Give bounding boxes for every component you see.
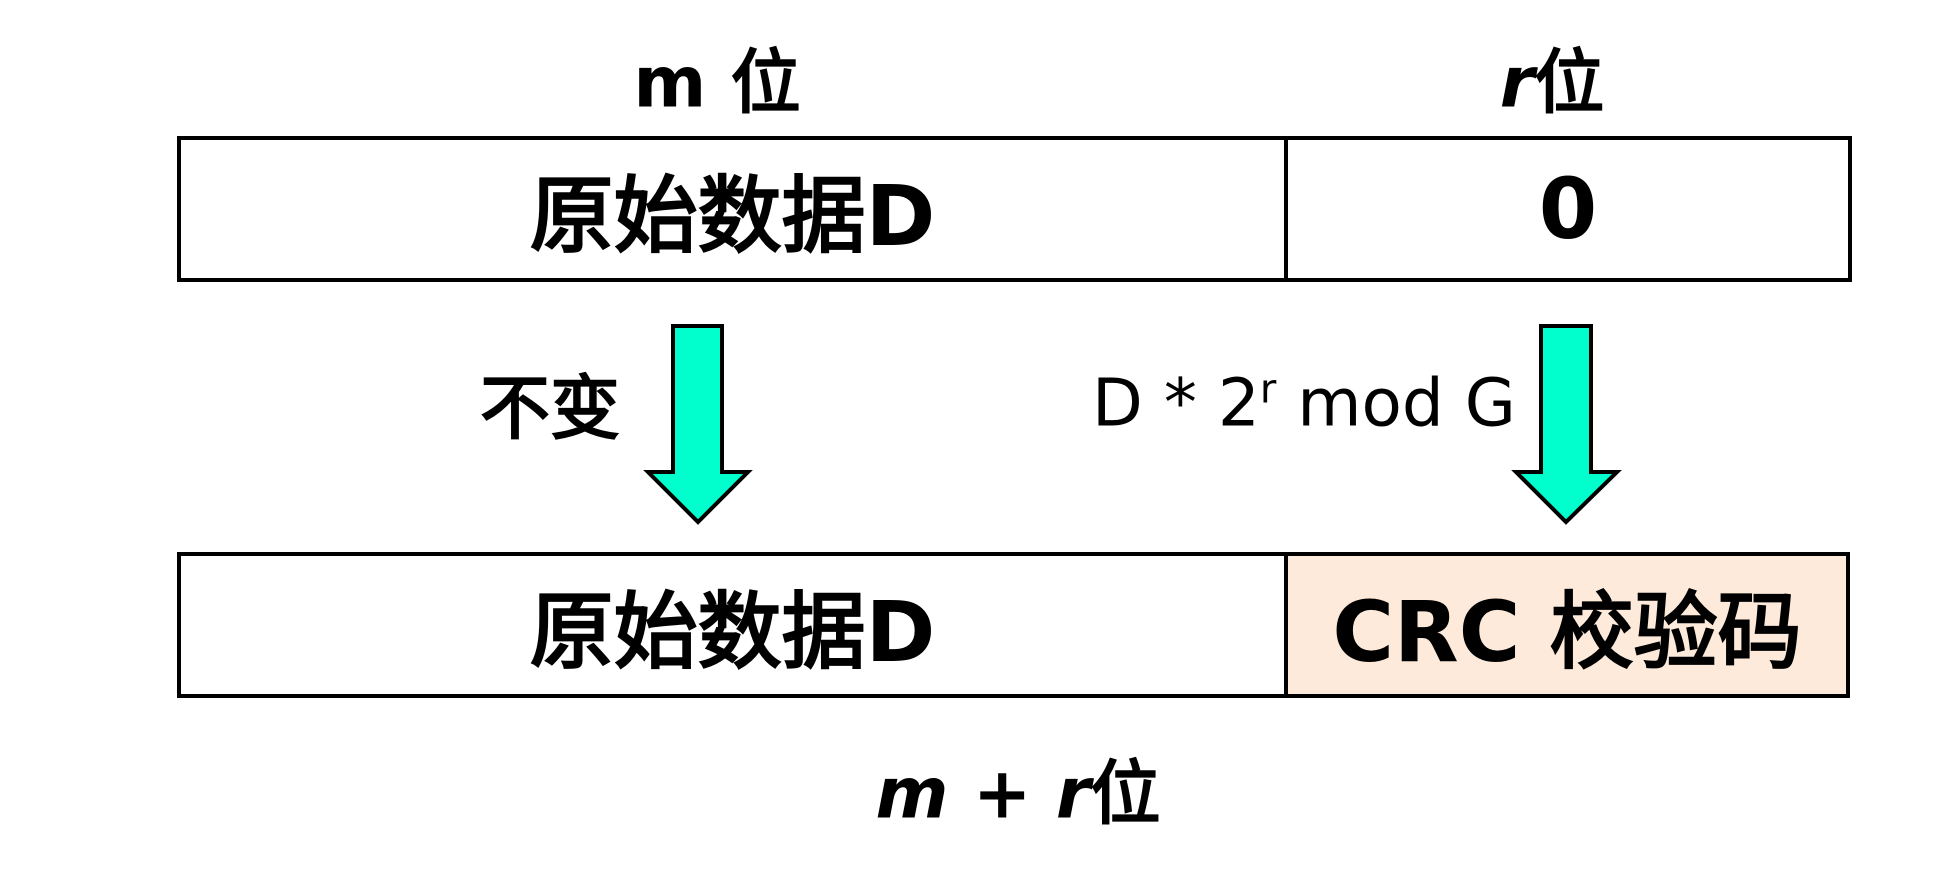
unchanged-label: 不变 — [480, 367, 620, 450]
bottom-row: 原始数据D CRC 校验码 — [177, 552, 1850, 698]
total-bits-label: m + r位 — [876, 738, 1161, 839]
m-var: m — [875, 752, 949, 835]
r-var-bottom: r — [1055, 752, 1091, 835]
top-row: 原始数据D 0 — [177, 136, 1852, 282]
original-data-cell: 原始数据D — [181, 140, 1288, 278]
r-var: r — [1499, 41, 1535, 124]
original-data-cell-bottom: 原始数据D — [181, 556, 1288, 694]
m-bits-label: m 位 — [633, 27, 800, 128]
r-bits-label: r位 — [1500, 27, 1605, 128]
formula-label: D * 2r mod G — [1092, 365, 1516, 442]
crc-checksum-cell: CRC 校验码 — [1288, 556, 1846, 694]
r-suffix: 位 — [1534, 41, 1605, 124]
formula-prefix: D * 2 — [1092, 364, 1260, 442]
plus: + — [948, 752, 1056, 835]
formula-sup: r — [1259, 366, 1277, 413]
formula-suffix: mod G — [1276, 364, 1516, 442]
zero-cell: 0 — [1538, 160, 1598, 258]
right-down-arrow-icon — [1511, 324, 1622, 525]
m-bits-text: m 位 — [633, 41, 801, 124]
bits-suffix: 位 — [1090, 752, 1161, 835]
